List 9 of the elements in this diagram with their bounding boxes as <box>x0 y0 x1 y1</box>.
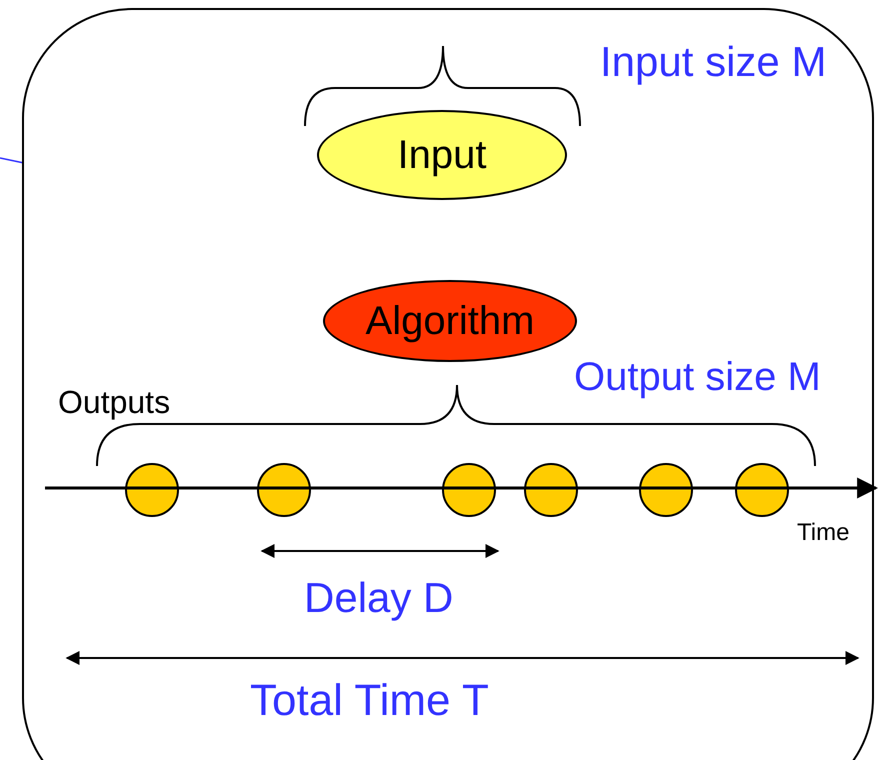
rounded-frame <box>22 8 874 760</box>
text-label: Outputs <box>58 383 170 422</box>
node-label: Input <box>398 135 486 175</box>
text-label: Time <box>797 518 850 548</box>
text-label: Total Time T <box>250 675 489 727</box>
text-label: Output size M <box>574 354 821 401</box>
text-label: Input size M <box>600 37 826 87</box>
text-label: Delay D <box>304 573 454 623</box>
node-label: Algorithm <box>366 301 534 341</box>
